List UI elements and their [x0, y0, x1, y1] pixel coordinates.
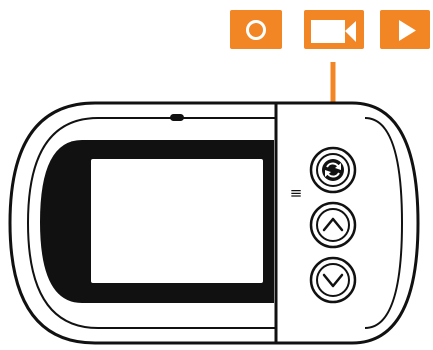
video-camera-icon	[304, 10, 364, 49]
top-indicator	[170, 114, 184, 121]
display-screen	[89, 157, 265, 285]
mode-button[interactable]	[309, 146, 357, 194]
up-button[interactable]	[309, 201, 357, 249]
play-icon	[380, 10, 430, 49]
chevron-down-icon	[322, 273, 344, 288]
mode-icons	[230, 10, 430, 49]
down-button[interactable]	[309, 256, 357, 304]
camera-icon	[230, 10, 282, 49]
camera-device: ≡	[8, 101, 420, 345]
device-right-edge	[364, 117, 404, 329]
side-mark: ≡	[290, 184, 303, 202]
device-inner-ring	[26, 117, 277, 329]
cycle-arrows-icon	[322, 159, 344, 181]
chevron-up-icon	[322, 217, 344, 232]
